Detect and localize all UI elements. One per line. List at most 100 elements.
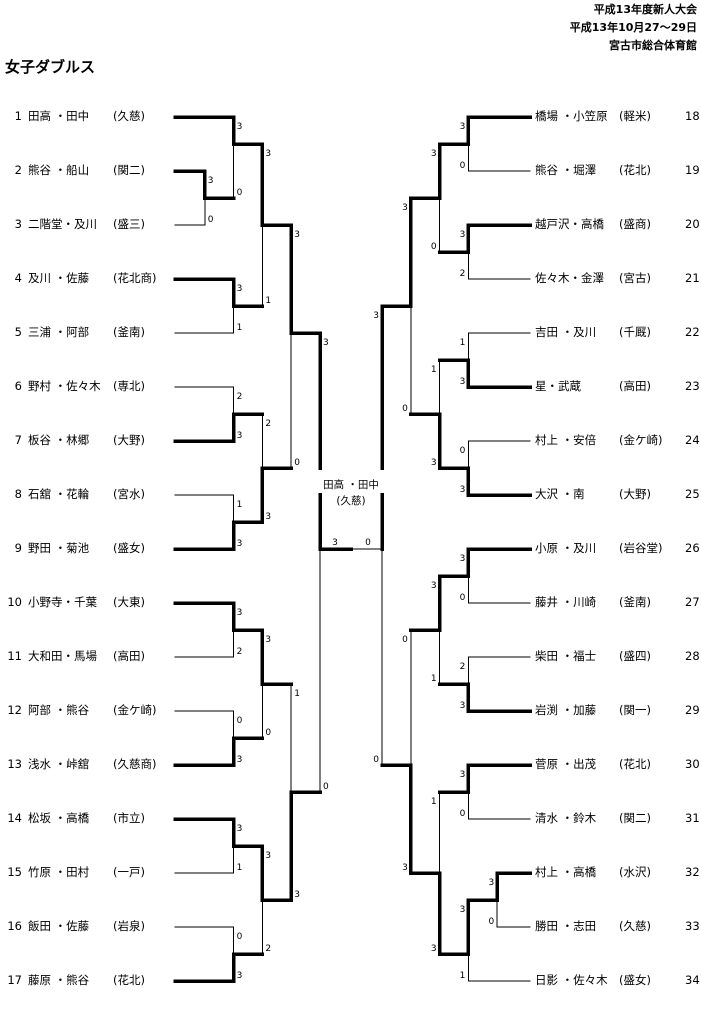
score-label: 3 [237,971,243,981]
score-label: 2 [460,269,466,279]
entry-school: (花北商) [113,271,157,285]
entry-number: 7 [14,433,22,447]
entry-school: (大東) [113,595,145,609]
entry-players: 板谷 ・林郷 [28,433,90,447]
entry-players: 小野寺・千葉 [28,595,97,609]
entry-number: 25 [685,487,700,501]
score-label: 3 [460,122,466,132]
entry-school: (釜南) [619,595,651,609]
event-dates: 平成13年10月27～29日 [569,21,697,34]
entry-players: 浅水 ・峠舘 [28,757,90,771]
score-label: 3 [208,176,214,186]
entry-row: 大沢 ・南(大野)25 [0,487,701,501]
entry-number: 14 [7,811,22,825]
entry-players: 熊谷 ・船山 [28,163,90,177]
final-score-right: 0 [365,538,371,548]
score-label: 3 [431,458,437,468]
score-label: 3 [237,608,243,618]
entry-school: (関一) [619,703,651,717]
entry-row: 佐々木・金澤(宮古)21 [0,271,701,285]
entry-number: 1 [14,109,22,123]
score-label: 3 [460,905,466,915]
score-label: 2 [265,419,271,429]
page-title: 女子ダブルス [5,58,96,76]
entry-number: 2 [14,163,22,177]
entry-row: 菅原 ・出茂(花北)30 [0,757,701,771]
entry-school: (久慈) [113,109,145,123]
score-label: 0 [460,593,466,603]
score-label: 3 [431,149,437,159]
entry-number: 3 [14,217,22,231]
entry-players: 橋場 ・小笠原 [535,109,608,123]
score-label: 1 [431,797,437,807]
score-label: 1 [460,338,466,348]
score-label: 3 [488,878,494,888]
entry-players: 及川 ・佐藤 [28,271,90,285]
entry-players: 藤井 ・川崎 [535,595,597,609]
entry-players: 阿部 ・熊谷 [28,703,90,717]
score-label: 0 [323,782,329,792]
entry-number: 13 [7,757,22,771]
entry-row: 藤井 ・川崎 (釜南) 27 [0,595,701,609]
entry-row: 村上 ・安倍(金ケ崎)24 [0,433,701,447]
score-label: 0 [208,215,214,225]
score-label: 3 [431,581,437,591]
entry-players: 吉田 ・及川 [535,325,597,339]
score-label: 3 [237,284,243,294]
entry-number: 33 [685,919,700,933]
score-label: 3 [402,203,408,213]
entry-players: 野田 ・菊池 [28,541,90,555]
score-label: 3 [373,311,379,321]
entry-school: (一戸) [113,865,145,879]
entry-school: (高田) [113,649,145,663]
score-label: 0 [237,932,243,942]
score-label: 3 [265,512,271,522]
score-label: 1 [431,674,437,684]
score-label: 0 [237,716,243,726]
champion-name: 田高 ・田中 [311,478,391,493]
entry-number: 26 [685,541,700,555]
score-label: 3 [431,944,437,954]
entry-school: (宮古) [619,271,651,285]
entry-number: 8 [14,487,22,501]
entry-school: (花北) [113,973,145,987]
entry-school: (盛女) [619,973,651,987]
entry-school: (市立) [113,811,145,825]
champion-school: (久慈) [336,495,366,507]
entry-row: 日影 ・佐々木(盛女)34 [0,973,701,987]
entry-players: 清水 ・鈴木 [535,811,597,825]
score-label: 0 [402,635,408,645]
score-label: 1 [265,296,271,306]
entry-players: 熊谷 ・堀澤 [535,163,597,177]
entry-number: 30 [685,757,700,771]
score-label: 3 [460,485,466,495]
score-label: 1 [431,365,437,375]
entry-players: 柴田 ・福士 [535,649,597,663]
score-label: 3 [460,770,466,780]
entry-number: 28 [685,649,700,663]
entry-number: 12 [7,703,22,717]
entry-row: 勝田 ・志田(久慈)33 [0,919,701,933]
entry-school: (専北) [113,379,145,393]
score-label: 2 [237,647,243,657]
score-label: 1 [237,863,243,873]
score-label: 3 [460,701,466,711]
entry-number: 27 [685,595,700,609]
score-label: 3 [460,554,466,564]
score-label: 3 [265,851,271,861]
score-label: 3 [402,863,408,873]
entry-number: 21 [685,271,700,285]
entry-players: 大沢 ・南 [535,487,585,501]
entry-number: 17 [7,973,22,987]
entry-number: 19 [685,163,700,177]
entry-players: 日影 ・佐々木 [535,973,608,987]
